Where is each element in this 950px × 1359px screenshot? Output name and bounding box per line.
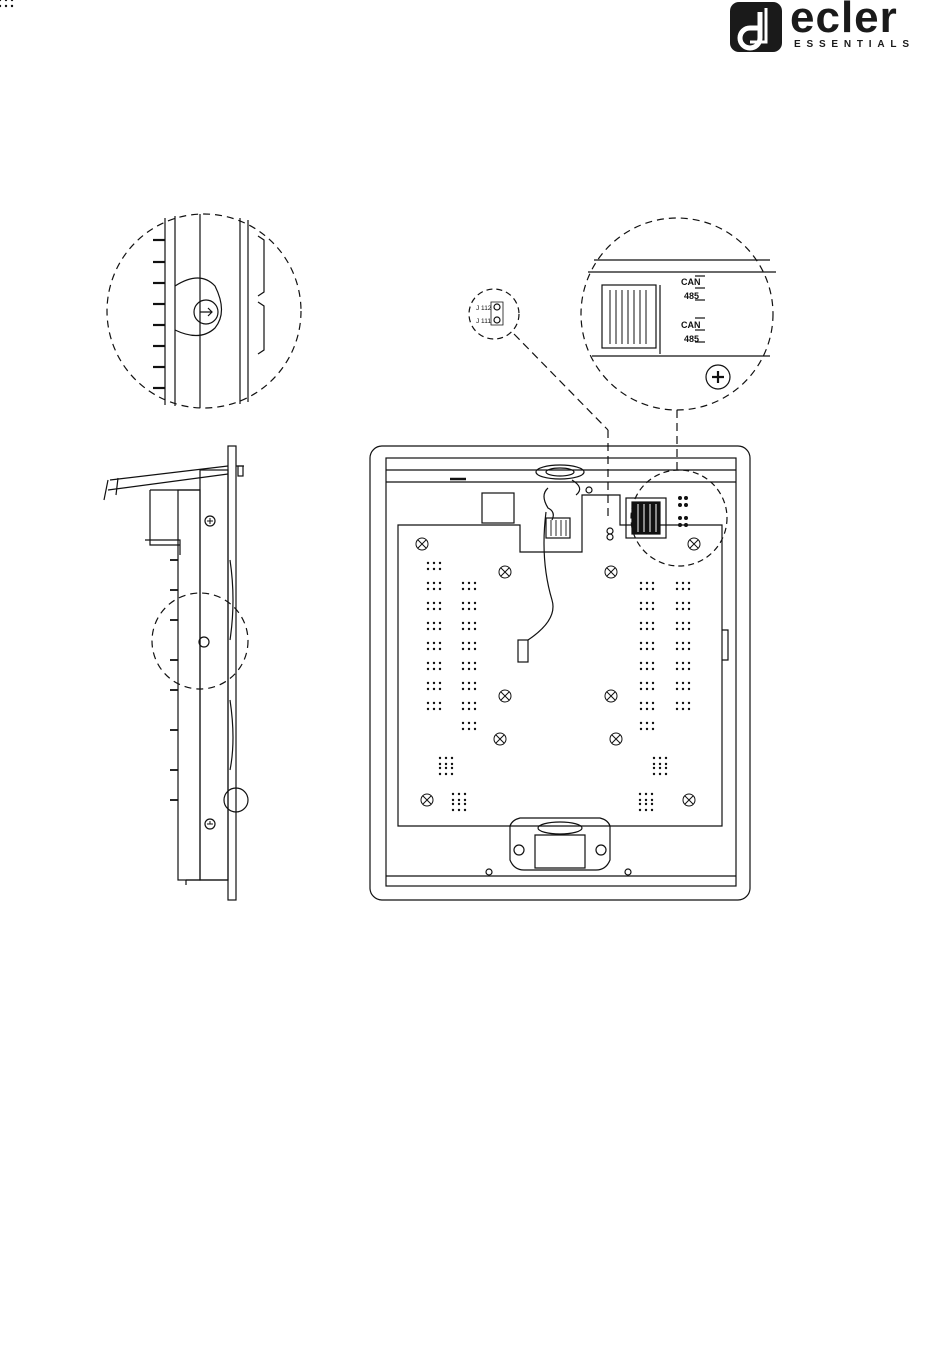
front-view-unit [370,446,750,900]
dip-switch-1-bottom-label: 485 [684,291,699,301]
dip-switch-2-bottom-label: 485 [684,334,699,344]
dip-switch-callout [581,218,776,470]
side-view-unit [104,446,248,900]
button-contact-grid [0,0,13,7]
keypad-dot-arrays [427,562,690,811]
dip-switch-2-top-label: CAN [681,320,701,330]
front-board-screws [416,538,700,806]
lock-screw-detail-callout [107,214,301,408]
jumper-label-lower: J 111 [476,318,491,325]
jumper-label-upper: J 112 [476,305,492,312]
dip-switch-1-top-label: CAN [681,277,701,287]
